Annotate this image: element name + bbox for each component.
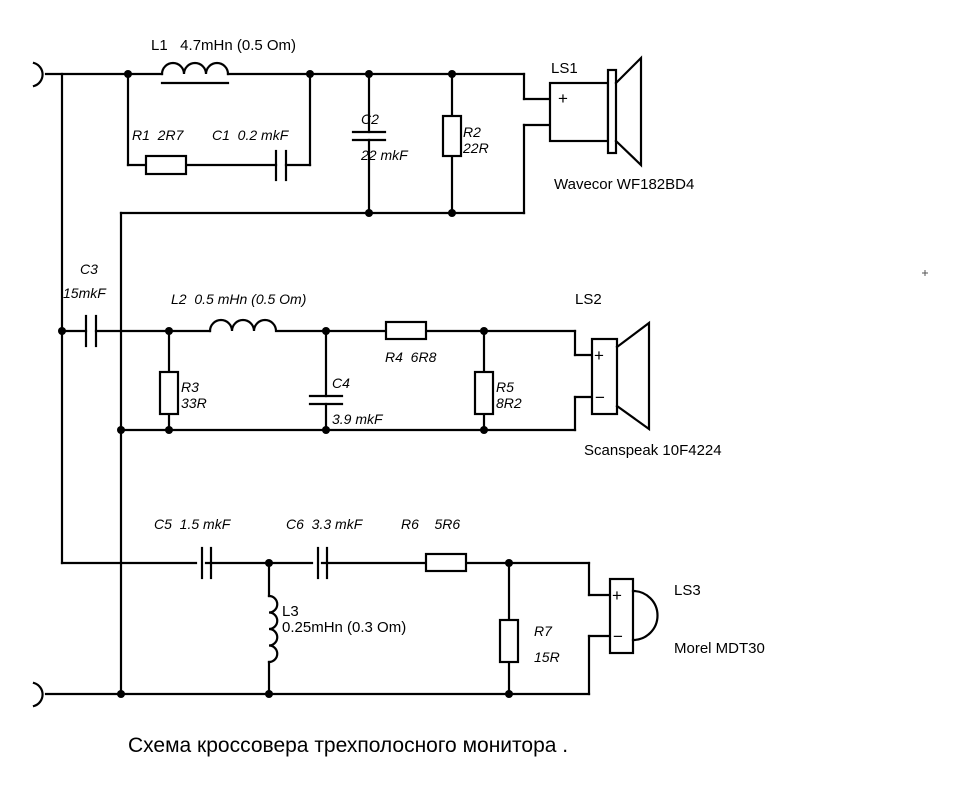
resistor-R7: [498, 618, 520, 664]
label-R3-ref: R3: [181, 379, 199, 395]
ls1-plus-sign: +: [558, 89, 568, 108]
speaker-LS3: [608, 577, 659, 655]
label-L1: L1 4.7mHn (0.5 Om): [151, 37, 296, 54]
stray-mark: [922, 270, 928, 276]
label-LS3-model: Morel MDT30: [674, 640, 765, 657]
label-R7-ref: R7: [534, 623, 553, 639]
wires: [44, 72, 612, 696]
label-R1: R1 2R7: [132, 127, 185, 143]
resistor-R6: [424, 552, 468, 573]
label-C6: C6 3.3 mkF: [286, 516, 364, 532]
label-R2-value: 22R: [462, 140, 489, 156]
inductor-L2: [208, 318, 278, 333]
label-LS1-model: Wavecor WF182BD4: [554, 176, 694, 193]
capacitor-C4: [308, 394, 344, 406]
label-LS1: LS1: [551, 60, 578, 77]
label-R5-ref: R5: [496, 379, 514, 395]
label-L2: L2 0.5 mHn (0.5 Om): [171, 291, 306, 307]
label-C2-value: 22 mkF: [360, 147, 409, 163]
label-LS3: LS3: [674, 582, 701, 599]
label-C1: C1 0.2 mkF: [212, 127, 290, 143]
input-terminal-top: [32, 61, 44, 88]
label-R2-ref: R2: [463, 124, 481, 140]
capacitor-C1: [274, 149, 288, 182]
capacitor-C3: [84, 314, 98, 348]
label-C5: C5 1.5 mkF: [154, 516, 232, 532]
label-C3-ref: C3: [80, 261, 98, 277]
label-C4-value: 3.9 mkF: [332, 411, 384, 427]
label-R7-value: 15R: [534, 649, 560, 665]
label-L3-ref: L3: [282, 603, 299, 620]
input-terminal-bottom: [32, 681, 44, 708]
ls3-plus-sign: +: [612, 586, 622, 605]
label-LS2-model: Scanspeak 10F4224: [584, 442, 722, 459]
ls2-plus-sign: +: [594, 346, 604, 365]
speaker-LS2: [590, 320, 651, 432]
capacitor-C6: [316, 546, 329, 580]
speaker-LS1: [548, 55, 643, 168]
label-R6: R6 5R6: [401, 516, 460, 532]
label-C3-value: 15mkF: [63, 285, 107, 301]
label-C2-ref: C2: [361, 111, 379, 127]
inductor-L3: [267, 594, 279, 664]
resistor-R5: [473, 370, 495, 416]
label-LS2: LS2: [575, 291, 602, 308]
junction-dots: [58, 70, 513, 698]
resistor-R2: [441, 114, 463, 158]
label-R5-value: 8R2: [496, 395, 522, 411]
label-C4-ref: C4: [332, 375, 350, 391]
label-L3-value: 0.25mHn (0.3 Om): [282, 619, 406, 636]
ls2-minus-sign: −: [595, 388, 605, 407]
resistor-R4: [384, 320, 428, 341]
label-R4: R4 6R8: [385, 349, 437, 365]
label-R3-value: 33R: [181, 395, 207, 411]
capacitor-C5: [200, 546, 213, 580]
ls3-minus-sign: −: [613, 627, 623, 646]
resistor-R1: [144, 154, 188, 176]
capacitor-C2: [351, 130, 387, 142]
resistor-R3: [158, 370, 180, 416]
schematic-caption: Схема кроссовера трехполосного монитора …: [128, 734, 568, 757]
inductor-L1: [160, 61, 230, 85]
